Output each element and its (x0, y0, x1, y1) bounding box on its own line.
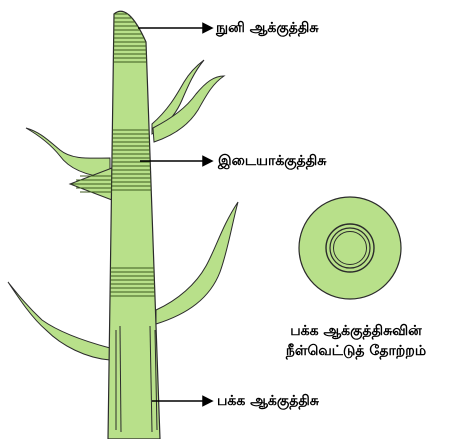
right-lower-leaf (156, 202, 238, 324)
cross-section-caption-line2: நீள்வெட்டுத் தோற்றம் (258, 342, 454, 361)
lateral-meristem-label: பக்க ஆக்குத்திசு (217, 393, 319, 410)
intercalary-meristem-label: இடையாக்குத்திசு (218, 153, 326, 170)
left-upper-leaf (26, 128, 110, 178)
cross-section-diagram (299, 197, 401, 299)
left-lower-leaf (8, 282, 110, 360)
cross-section-caption-line1: பக்க ஆக்குத்திசுவின் (258, 322, 454, 341)
apical-meristem-label: நுனி ஆக்குத்திசு (216, 20, 318, 37)
